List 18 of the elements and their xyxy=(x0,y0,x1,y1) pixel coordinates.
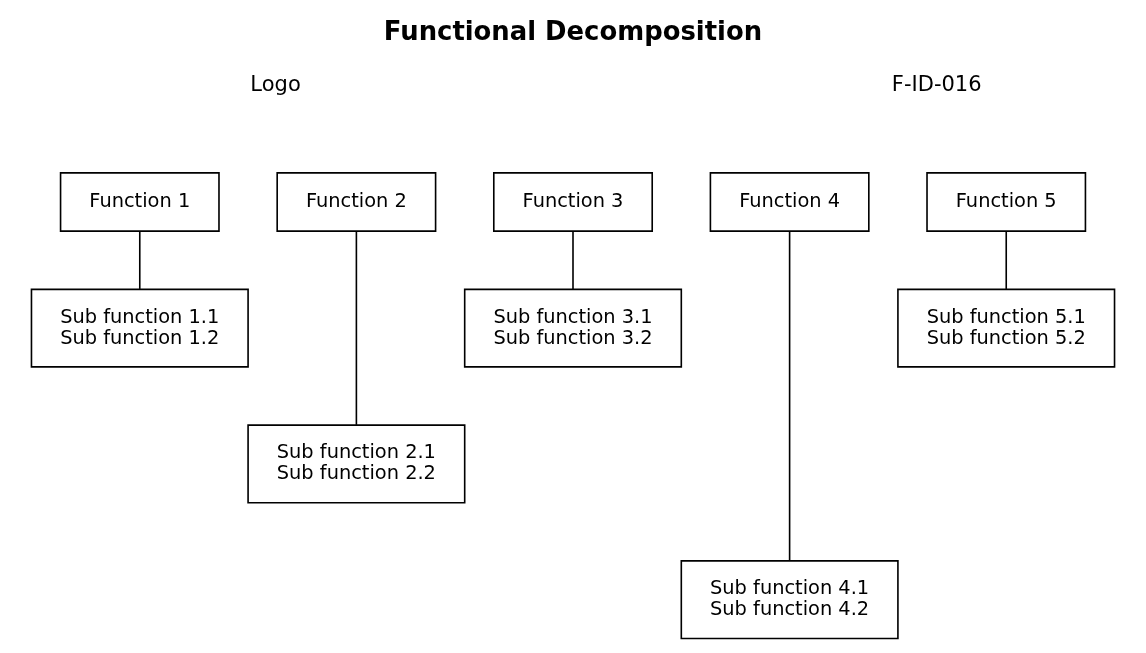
node-box: Function 4 xyxy=(709,172,870,232)
diagram-title: Functional Decomposition xyxy=(383,16,763,47)
connector xyxy=(138,230,141,290)
node-box: Function 3 xyxy=(493,172,653,232)
connector xyxy=(788,230,791,562)
node-box: Sub function 5.1 Sub function 5.2 xyxy=(897,288,1116,368)
label: F-ID-016 xyxy=(891,71,982,97)
node-box: Function 5 xyxy=(926,172,1087,232)
node-box: Sub function 4.1 Sub function 4.2 xyxy=(680,560,899,640)
connector xyxy=(355,230,358,426)
node-box: Sub function 1.1 Sub function 1.2 xyxy=(30,288,249,368)
node-box: Function 1 xyxy=(59,172,220,232)
connector xyxy=(1005,230,1008,290)
node-box: Sub function 3.1 Sub function 3.2 xyxy=(463,288,683,368)
node-box: Sub function 2.1 Sub function 2.2 xyxy=(247,424,466,504)
label: Logo xyxy=(250,71,301,97)
node-box: Function 2 xyxy=(276,172,437,232)
connector xyxy=(572,230,574,290)
